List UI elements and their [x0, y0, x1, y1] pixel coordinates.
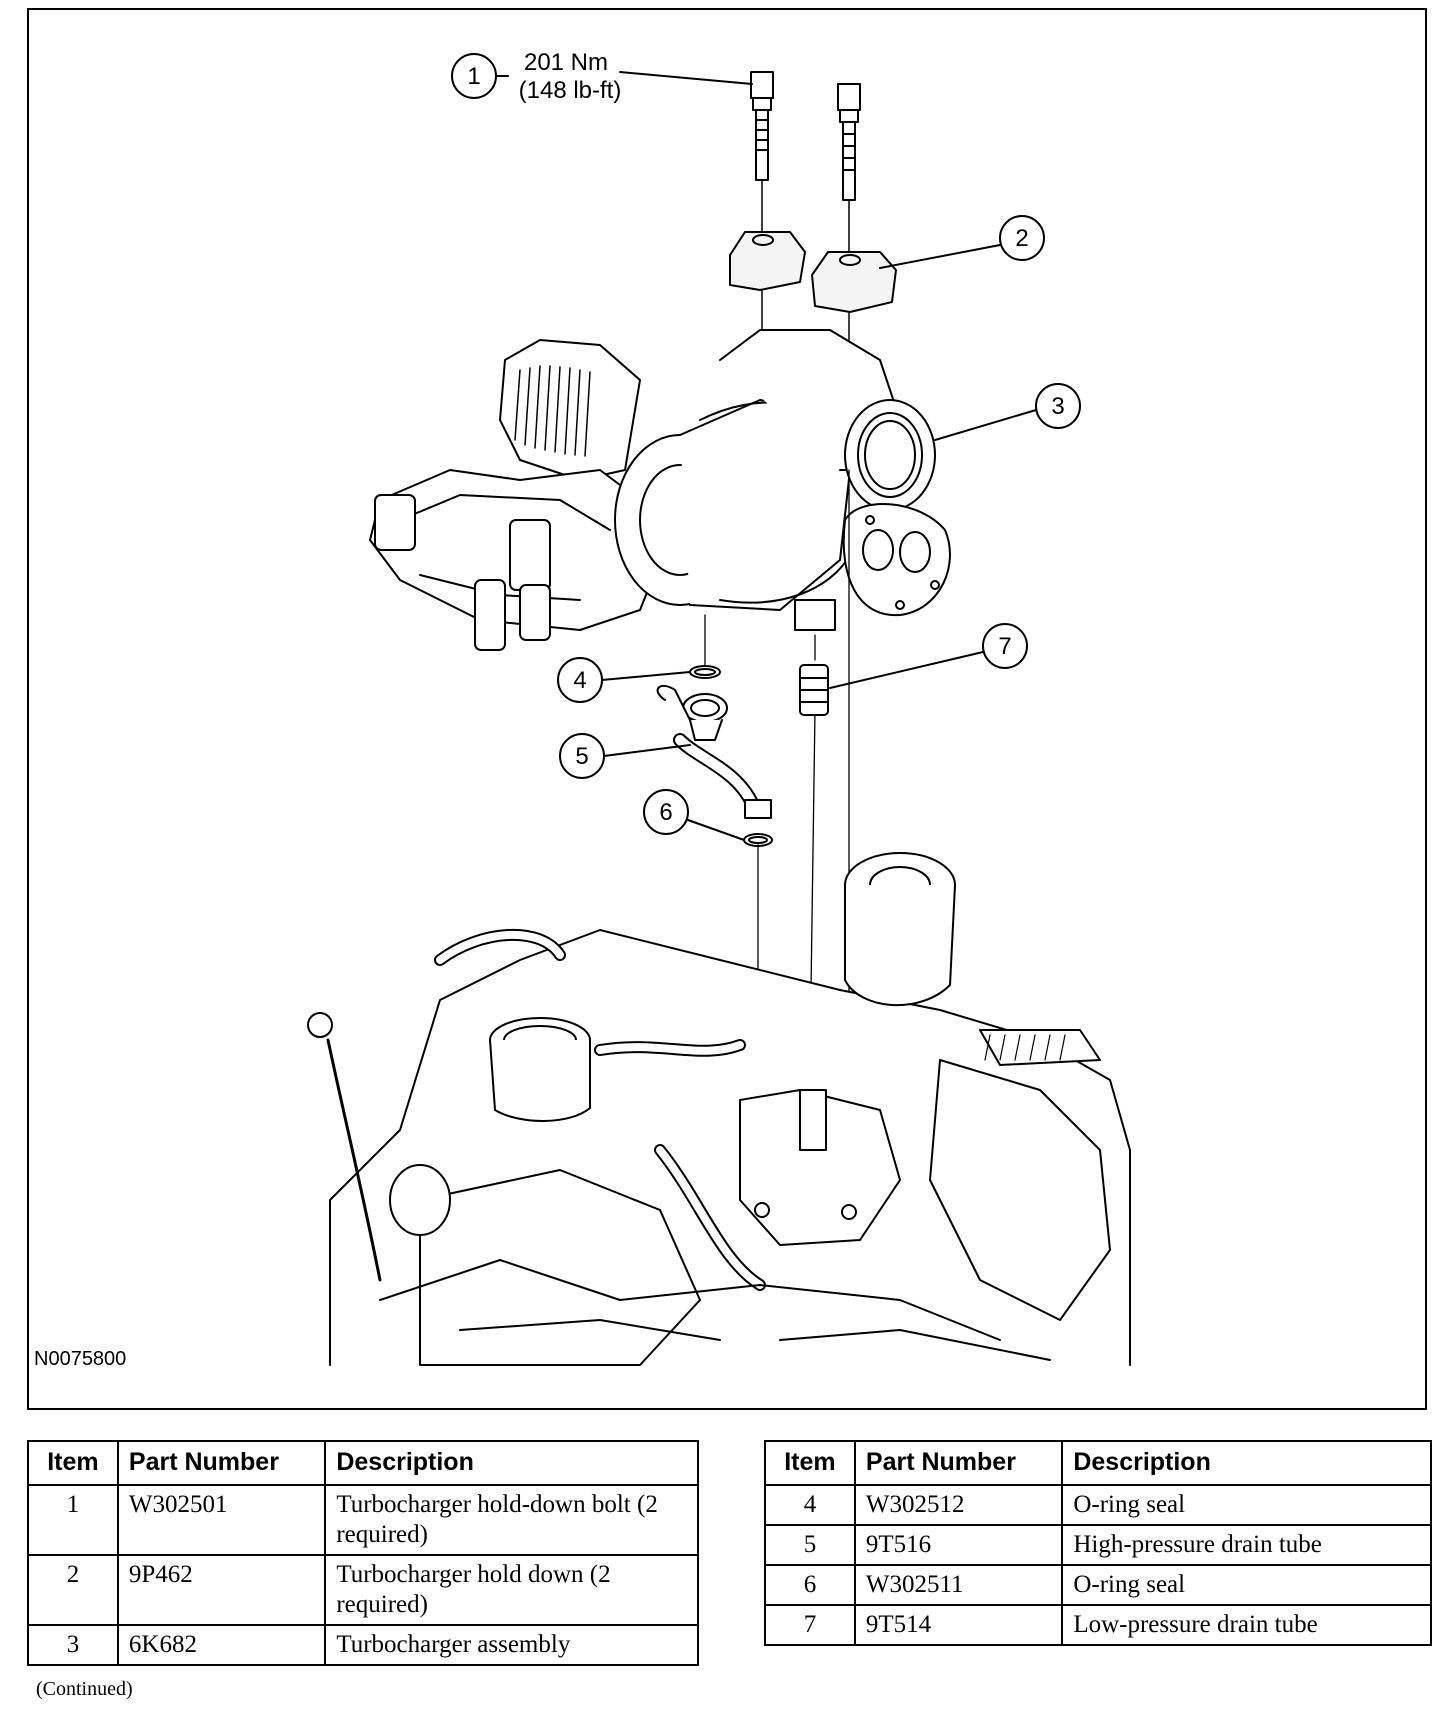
- callout-4-number: 4: [573, 667, 586, 694]
- header-part-number: Part Number: [116, 1440, 327, 1486]
- callout-7: [829, 623, 1028, 689]
- row-description: O-ring seal: [1061, 1564, 1432, 1606]
- figure-id: N0075800: [34, 1348, 127, 1370]
- callout-1-number: 1: [467, 63, 480, 90]
- row-part-number: W302512: [853, 1484, 1064, 1526]
- turbocharger-assembly: [369, 329, 951, 651]
- torque-lbft-label: (148 lb-ft): [519, 77, 622, 104]
- callout-5: [559, 733, 691, 779]
- row-item: 2: [27, 1554, 119, 1626]
- callout-3: [934, 383, 1081, 441]
- hold-down-bolt-right: [837, 83, 861, 256]
- row-description: Turbocharger assembly: [324, 1624, 699, 1666]
- table-header-row: Item Part Number Description: [764, 1440, 1432, 1486]
- figure-frame: [27, 8, 1427, 1410]
- callout-6-number: 6: [659, 799, 672, 826]
- callout-6: [643, 789, 745, 841]
- exploded-view-illustration: 1 2 3 4 5 6 7 201 Nm (148 lb-ft): [307, 49, 1131, 1366]
- o-ring-seal-upper: [689, 665, 721, 679]
- callout-3-number: 3: [1051, 393, 1064, 420]
- continued-note: (Continued): [36, 1678, 133, 1700]
- callout-2: [879, 215, 1045, 269]
- hold-down-bolt-left: [750, 71, 774, 233]
- table-row: 1 W302501 Turbocharger hold-down bolt (2…: [27, 1484, 699, 1556]
- parts-table-right: Item Part Number Description 4 W302512 O…: [764, 1440, 1432, 1646]
- table-row: 4 W302512 O-ring seal: [764, 1484, 1432, 1526]
- table-row: 3 6K682 Turbocharger assembly: [27, 1624, 699, 1666]
- table-row: 2 9P462 Turbocharger hold down (2 requir…: [27, 1554, 699, 1626]
- callout-2-number: 2: [1015, 225, 1028, 252]
- row-item: 4: [764, 1484, 856, 1526]
- row-description: Turbocharger hold down (2 required): [324, 1554, 699, 1626]
- row-part-number: W302501: [116, 1484, 327, 1556]
- table-header-row: Item Part Number Description: [27, 1440, 699, 1486]
- table-row: 7 9T514 Low-pressure drain tube: [764, 1604, 1432, 1646]
- row-part-number: 6K682: [116, 1624, 327, 1666]
- callout-4: [557, 657, 691, 703]
- hold-down-clamp-left: [729, 231, 806, 291]
- callout-5-number: 5: [575, 743, 588, 770]
- callout-1: [451, 53, 753, 99]
- row-part-number: 9T516: [853, 1524, 1064, 1566]
- row-item: 1: [27, 1484, 119, 1556]
- header-item: Item: [27, 1440, 119, 1486]
- callout-7-number: 7: [998, 633, 1011, 660]
- parts-table-left: Item Part Number Description 1 W302501 T…: [27, 1440, 699, 1666]
- row-description: Low-pressure drain tube: [1061, 1604, 1432, 1646]
- row-item: 3: [27, 1624, 119, 1666]
- header-description: Description: [324, 1440, 699, 1486]
- row-item: 7: [764, 1604, 856, 1646]
- low-pressure-drain-tube: [799, 664, 829, 716]
- torque-nm-label: 201 Nm: [524, 49, 608, 76]
- row-part-number: W302511: [853, 1564, 1064, 1606]
- header-part-number: Part Number: [853, 1440, 1064, 1486]
- row-item: 6: [764, 1564, 856, 1606]
- header-item: Item: [764, 1440, 856, 1486]
- row-description: High-pressure drain tube: [1061, 1524, 1432, 1566]
- row-description: O-ring seal: [1061, 1484, 1432, 1526]
- engine-block: [307, 852, 1131, 1366]
- header-description: Description: [1061, 1440, 1432, 1486]
- row-part-number: 9T514: [853, 1604, 1064, 1646]
- row-description: Turbocharger hold-down bolt (2 required): [324, 1484, 699, 1556]
- table-row: 6 W302511 O-ring seal: [764, 1564, 1432, 1606]
- row-item: 5: [764, 1524, 856, 1566]
- hold-down-clamp-right: [811, 251, 897, 313]
- row-part-number: 9P462: [116, 1554, 327, 1626]
- o-ring-seal-lower: [743, 833, 773, 847]
- table-row: 5 9T516 High-pressure drain tube: [764, 1524, 1432, 1566]
